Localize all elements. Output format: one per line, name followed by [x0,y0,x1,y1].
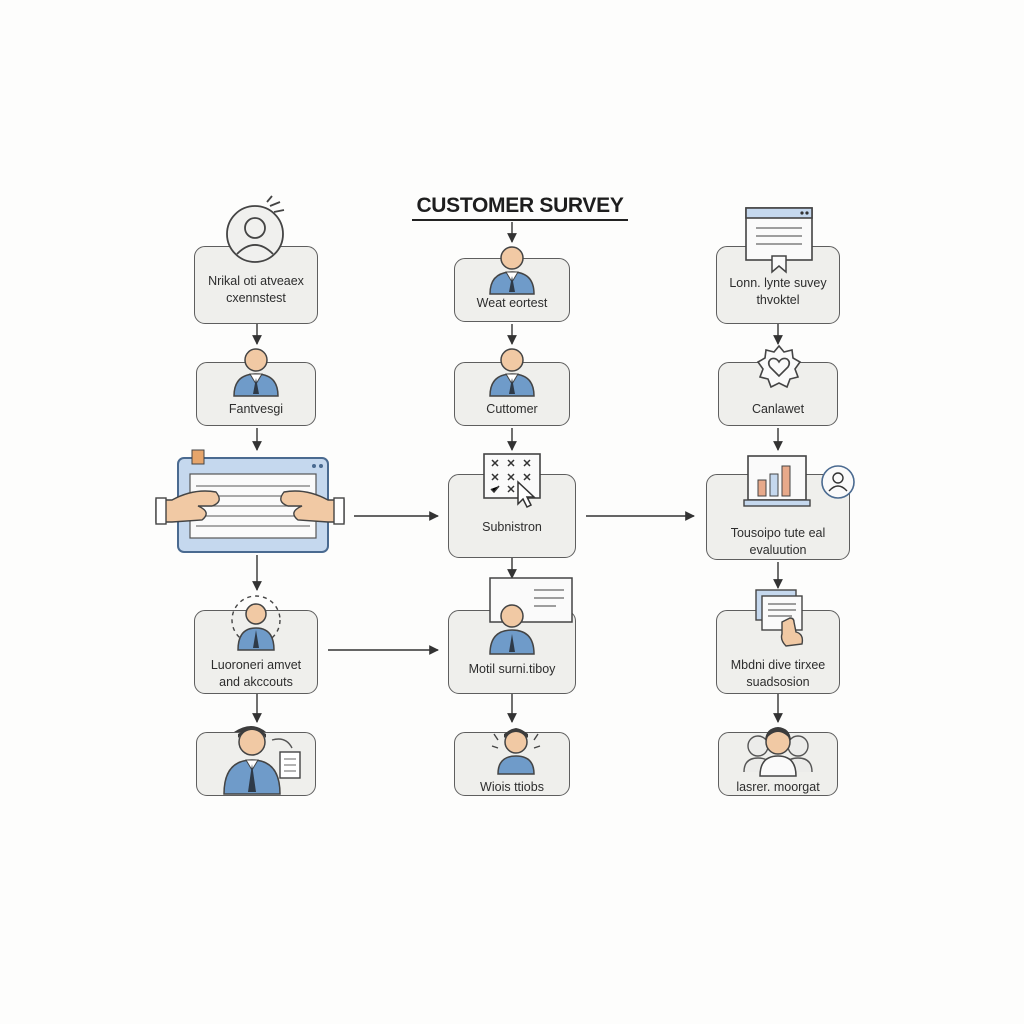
team-icon [743,727,813,777]
person-icon [226,195,285,263]
survey-window-icon [745,207,813,274]
heart-badge-icon [756,344,802,389]
businessman-icon [489,246,535,295]
bar-chart-icon [743,455,811,507]
node-label: Cuttomer [486,402,538,416]
businessman-icon [223,726,301,795]
node-label: Motil surni.tiboy [468,662,556,676]
checklist-cursor-icon [483,453,541,509]
node-label: Canlawet [751,402,805,416]
user-badge-icon [821,465,855,499]
person-icon [231,595,281,651]
node-label: Weat eortest [476,296,548,310]
flow-node: Nrikal oti atveaex cxennstest [194,246,318,324]
diagram-title: CUSTOMER SURVEY [412,193,628,221]
businessman-icon [489,348,535,397]
node-label: Wiois ttiobs [480,780,544,794]
node-label: Luoroneri amvet and akccouts [210,658,302,689]
document-hand-icon [755,589,804,647]
node-label: Lonn. lynte suvey thvoktel [729,276,827,307]
person-icon [491,728,541,775]
node-label: Subnistron [482,520,542,534]
node-label: Fantvesgi [228,402,284,416]
businessman-icon [233,348,279,397]
node-label: Nrikal oti atveaex cxennstest [208,274,304,305]
flow-node: Mbdni dive tirxee suadsosion [716,610,840,694]
businessman-icon [489,577,573,655]
node-label: Mbdni dive tirxee suadsosion [730,658,826,689]
node-label: lasrer. moorgat [736,780,820,794]
flow-node: Canlawet [718,362,838,426]
survey-form-hands-icon [155,449,345,553]
node-label: Tousoipo tute eal evaluution [730,526,826,557]
